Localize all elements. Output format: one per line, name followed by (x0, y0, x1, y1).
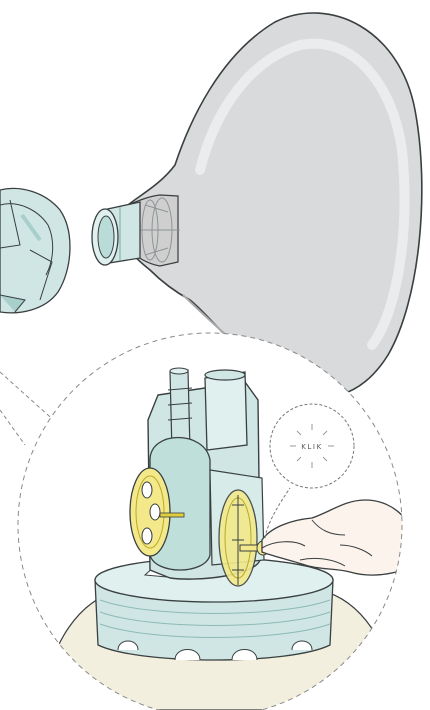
housing-shell (0, 188, 70, 312)
valve-housing-partial (0, 188, 70, 312)
inlet-tube (205, 372, 247, 450)
elbow-adapter (92, 202, 140, 265)
adapter-front-opening (98, 216, 114, 258)
right-valve-disc (219, 490, 257, 586)
klik-label: KLIK (301, 443, 323, 451)
detail-zoom: KLIK (0, 330, 430, 710)
